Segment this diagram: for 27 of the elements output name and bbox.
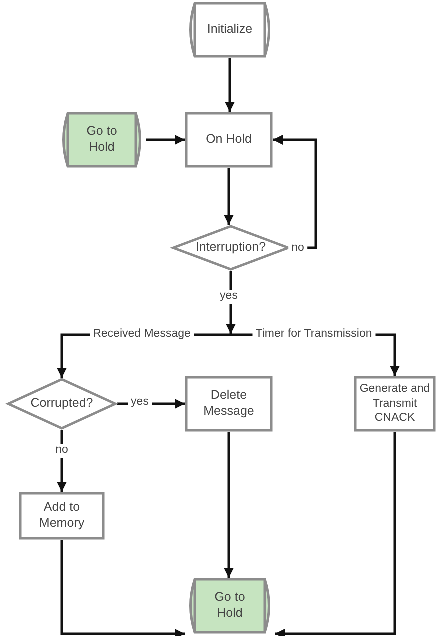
- arrow: [273, 135, 318, 250]
- arrow: [57, 430, 67, 492]
- arrow: [224, 168, 234, 225]
- arrow: [146, 135, 185, 145]
- node-label: Corrupted?: [30, 396, 94, 412]
- node-label: Go to Hold: [214, 590, 246, 622]
- edge-label: Received Message: [90, 328, 194, 342]
- arrow: [226, 271, 236, 334]
- process-box: [354, 376, 436, 432]
- node-label: On Hold: [206, 132, 252, 148]
- arrow: [60, 540, 185, 636]
- process-box: [19, 492, 105, 540]
- process-box: [185, 376, 273, 432]
- node-label: Generate and Transmit CNACK: [359, 382, 431, 426]
- decision-diamond: [7, 378, 117, 430]
- node-label: Initialize: [207, 22, 253, 38]
- decision-diamond: [172, 225, 290, 271]
- node-label: Delete Message: [202, 388, 256, 420]
- node-label: Interruption?: [196, 240, 266, 256]
- arrow: [225, 58, 235, 112]
- node-label: Add to Memory: [38, 500, 86, 532]
- branch-label: yes: [217, 290, 241, 304]
- node-label: Go to Hold: [86, 124, 118, 156]
- arrow: [224, 432, 234, 578]
- arrow: [275, 432, 396, 636]
- edge-label: yes: [128, 396, 152, 410]
- process-box: [185, 112, 273, 168]
